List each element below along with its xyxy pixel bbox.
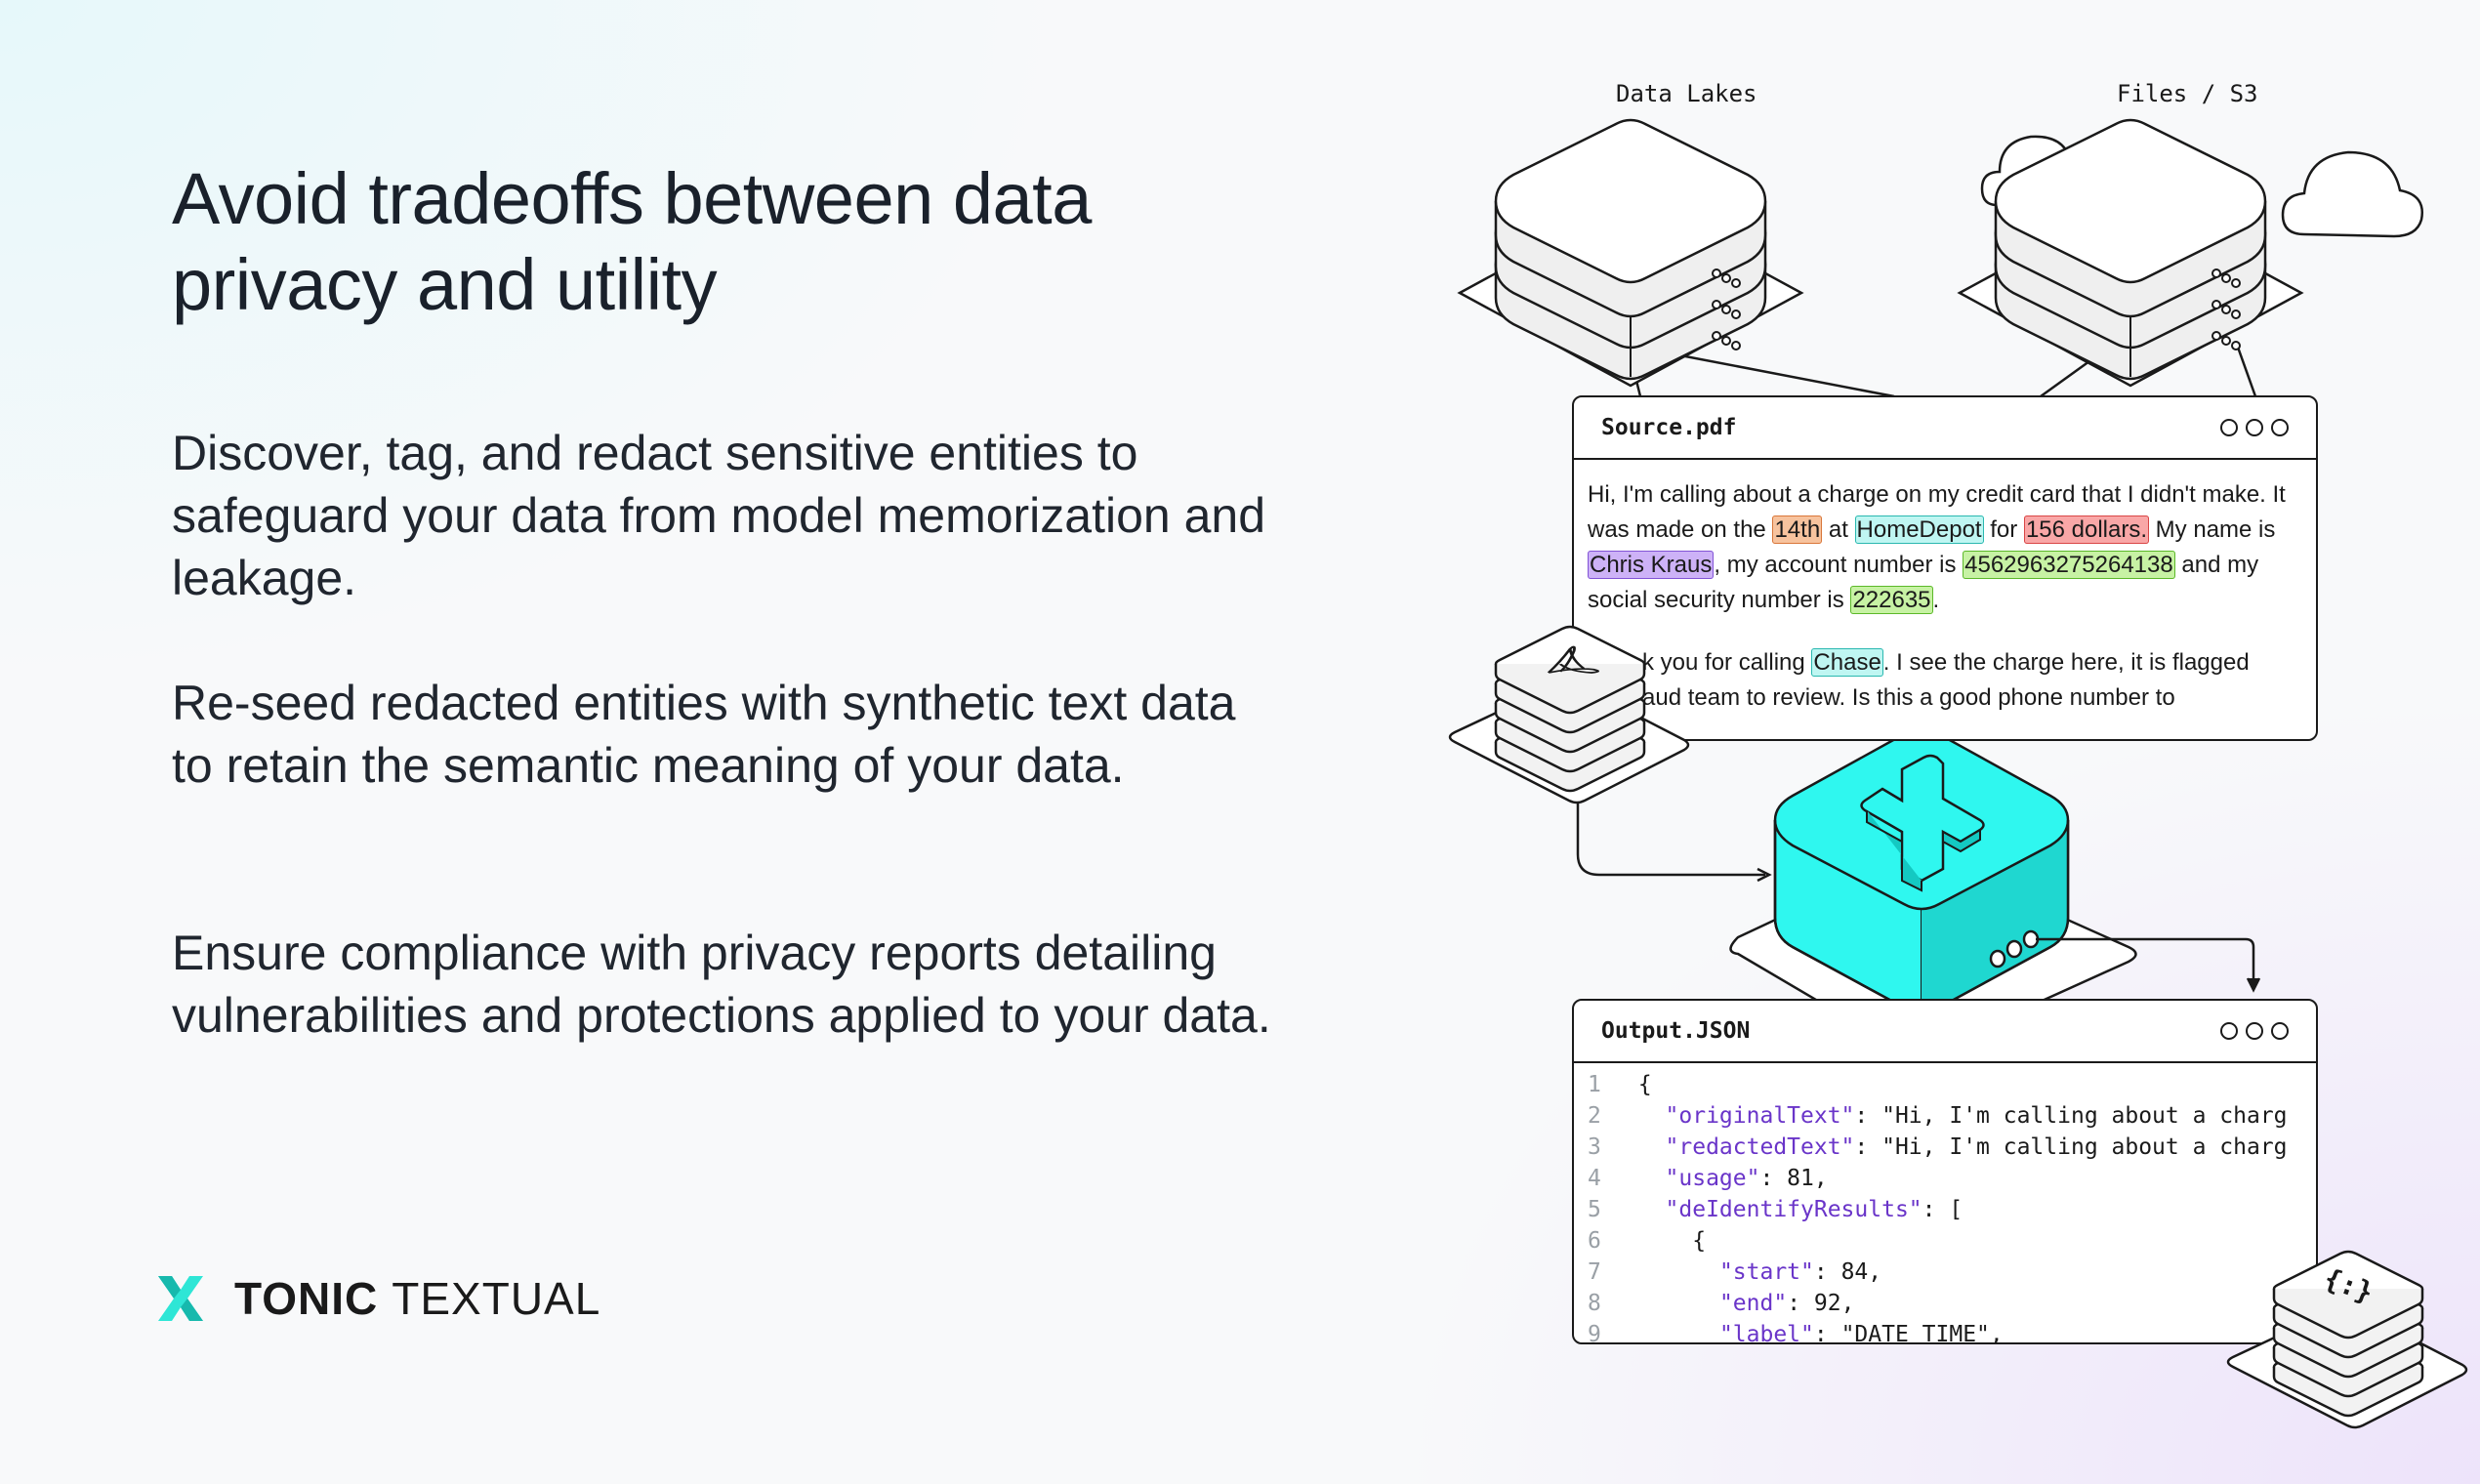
files-s3-label: Files / S3 — [2117, 80, 2258, 107]
entity-name-highlight: Chris Kraus — [1588, 551, 1715, 579]
line-number: 9 — [1588, 1322, 1601, 1344]
source-text: Hi, I'm calling about a charge on my cre… — [1574, 460, 2316, 716]
json-value: : 84, — [1813, 1259, 1882, 1285]
json-code-lines: 1 {2 "originalText": "Hi, I'm calling ab… — [1574, 1069, 2288, 1344]
json-code-line: 8 "end": 92, — [1574, 1288, 2288, 1319]
json-value: { — [1637, 1072, 1652, 1097]
source-window-header: Source.pdf — [1574, 397, 2316, 460]
entity-account-highlight: 4562963275264138 — [1963, 551, 2175, 579]
json-code-view: 1 {2 "originalText": "Hi, I'm calling ab… — [1574, 1063, 2316, 1344]
json-code-line: 7 "start": 84, — [1574, 1257, 2288, 1288]
logo-wordmark-primary: TONIC — [234, 1273, 379, 1324]
source-paragraph-2: k you for calling Chase. I see the charg… — [1642, 648, 2250, 677]
json-value: : "Hi, I'm calling about a charg — [1854, 1103, 2288, 1129]
window-menu-icon[interactable] — [2220, 1022, 2289, 1040]
output-window-header: Output.JSON — [1574, 1001, 2316, 1063]
json-value: : "DATE_TIME", — [1813, 1322, 2004, 1344]
output-json-window[interactable]: Output.JSON 1 {2 "originalText": "Hi, I'… — [1572, 999, 2318, 1344]
redaction-engine-icon — [1773, 727, 2070, 1014]
json-value: : 92, — [1787, 1291, 1855, 1316]
json-code-line: 1 { — [1574, 1069, 2288, 1100]
json-key: "label" — [1718, 1322, 1814, 1344]
line-number: 1 — [1588, 1072, 1601, 1097]
json-key: "redactedText" — [1665, 1134, 1855, 1160]
cloud-icon — [2281, 150, 2423, 238]
json-key: "originalText" — [1665, 1103, 1855, 1129]
line-number: 3 — [1588, 1134, 1601, 1160]
json-value: { — [1692, 1228, 1707, 1254]
json-code-line: 6 { — [1574, 1225, 2288, 1257]
json-key: "usage" — [1665, 1166, 1760, 1191]
hero-copy: Avoid tradeoffs between data privacy and… — [172, 156, 1246, 328]
line-number: 6 — [1588, 1228, 1601, 1254]
data-lakes-label: Data Lakes — [1616, 80, 1757, 107]
paragraph-discover: Discover, tag, and redact sensitive enti… — [172, 426, 1266, 605]
json-code-line: 2 "originalText": "Hi, I'm calling about… — [1574, 1100, 2288, 1132]
data-lake-server-icon — [1458, 118, 1803, 388]
line-number: 7 — [1588, 1259, 1601, 1285]
json-key: "end" — [1718, 1291, 1788, 1316]
json-code-line: 5 "deIdentifyResults": [ — [1574, 1194, 2288, 1225]
line-number: 2 — [1588, 1103, 1601, 1129]
json-key: "deIdentifyResults" — [1665, 1197, 1922, 1222]
entity-ssn-highlight: 222635 — [1850, 586, 1933, 614]
tonic-x-logo-icon — [158, 1276, 203, 1321]
data-flow-illustration: Data Lakes Files / S3 Source.pdf Hi, I'm… — [1445, 59, 2480, 1484]
source-pdf-window[interactable]: Source.pdf Hi, I'm calling about a charg… — [1572, 395, 2318, 741]
entity-organization-highlight: Chase — [1811, 648, 1883, 677]
paragraph-compliance: Ensure compliance with privacy reports d… — [172, 926, 1271, 1043]
paragraph-reseed: Re-seed redacted entities with synthetic… — [172, 676, 1236, 793]
json-value: : [ — [1922, 1197, 1963, 1222]
tonic-textual-logo[interactable]: TONIC TEXTUAL — [154, 1272, 600, 1325]
json-key: "start" — [1718, 1259, 1814, 1285]
json-value: : 81, — [1759, 1166, 1828, 1191]
output-window-title: Output.JSON — [1601, 1018, 1751, 1044]
line-number: 8 — [1588, 1291, 1601, 1316]
source-window-title: Source.pdf — [1601, 415, 1737, 440]
json-value: : "Hi, I'm calling about a charg — [1854, 1134, 2288, 1160]
logo-wordmark-secondary: TEXTUAL — [392, 1273, 601, 1324]
page-title: Avoid tradeoffs between data privacy and… — [172, 158, 1092, 325]
line-number: 4 — [1588, 1166, 1601, 1191]
line-number: 5 — [1588, 1197, 1601, 1222]
json-code-line: 4 "usage": 81, — [1574, 1163, 2288, 1194]
window-menu-icon[interactable] — [2220, 419, 2289, 436]
json-code-line: 3 "redactedText": "Hi, I'm calling about… — [1574, 1132, 2288, 1163]
source-paragraph-1: Hi, I'm calling about a charge on my cre… — [1588, 481, 2286, 614]
entity-money-highlight: 156 dollars. — [2023, 515, 2150, 544]
json-code-line: 9 "label": "DATE_TIME", — [1574, 1319, 2288, 1344]
entity-organization-highlight: HomeDepot — [1854, 515, 1984, 544]
entity-date-highlight: 14th — [1772, 515, 1823, 544]
source-paragraph-3: aud team to review. Is this a good phone… — [1642, 684, 2175, 711]
